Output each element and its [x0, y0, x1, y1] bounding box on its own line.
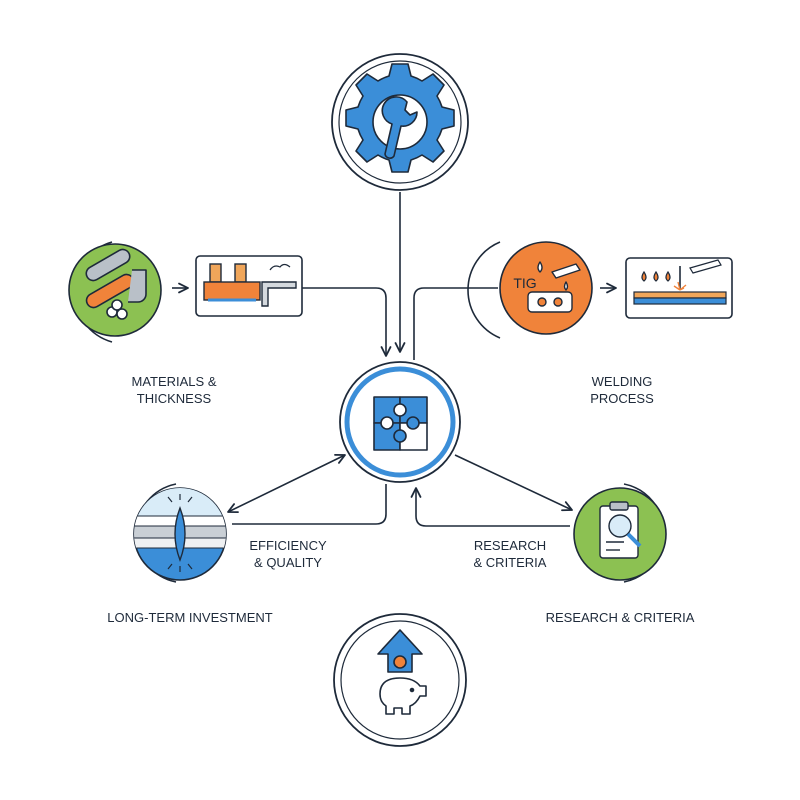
research-side-label-line1: RESEARCH — [474, 538, 546, 553]
efficiency-side-label-line1: EFFICIENCY — [249, 538, 327, 553]
materials-label-line2: THICKNESS — [137, 391, 212, 406]
top-gear-node — [331, 53, 469, 191]
connector-research-to-hub — [410, 487, 570, 527]
puzzle-icon — [373, 396, 428, 451]
connectors — [172, 192, 617, 527]
materials-node — [68, 241, 162, 343]
tig-torch-icon — [527, 261, 581, 313]
tig-badge: TIG — [513, 275, 536, 291]
connector-hub-to-efficiency — [227, 454, 346, 513]
connector-materials-to-hub — [302, 287, 392, 357]
materials-label-line1: MATERIALS & — [131, 374, 216, 389]
weld-seam-icon — [625, 257, 733, 319]
pipes-icon — [85, 248, 147, 320]
piggy-bank-arrow-icon — [377, 629, 427, 715]
research-node — [573, 483, 667, 583]
connector-hub-to-research — [454, 454, 573, 512]
research-caption: RESEARCH & CRITERIA — [546, 610, 695, 625]
long-term-investment-caption: LONG-TERM INVESTMENT — [107, 610, 272, 625]
plate-caliper-icon — [195, 255, 303, 317]
welding-label-line1: WELDING — [592, 374, 653, 389]
investment-node — [333, 613, 467, 747]
welding-label-line2: PROCESS — [590, 391, 654, 406]
gear-wrench-icon — [345, 63, 455, 173]
clipboard-magnifier-icon — [599, 501, 642, 559]
efficiency-side-label-line2: & QUALITY — [254, 555, 322, 570]
center-hub — [339, 361, 461, 483]
weld-joint-icon — [134, 488, 226, 572]
research-side-label-line2: & CRITERIA — [474, 555, 547, 570]
connector-hub-down-left — [232, 484, 387, 525]
connector-welding-to-hub — [413, 287, 498, 360]
efficiency-node — [133, 483, 227, 583]
welding-node: TIG — [467, 241, 593, 339]
